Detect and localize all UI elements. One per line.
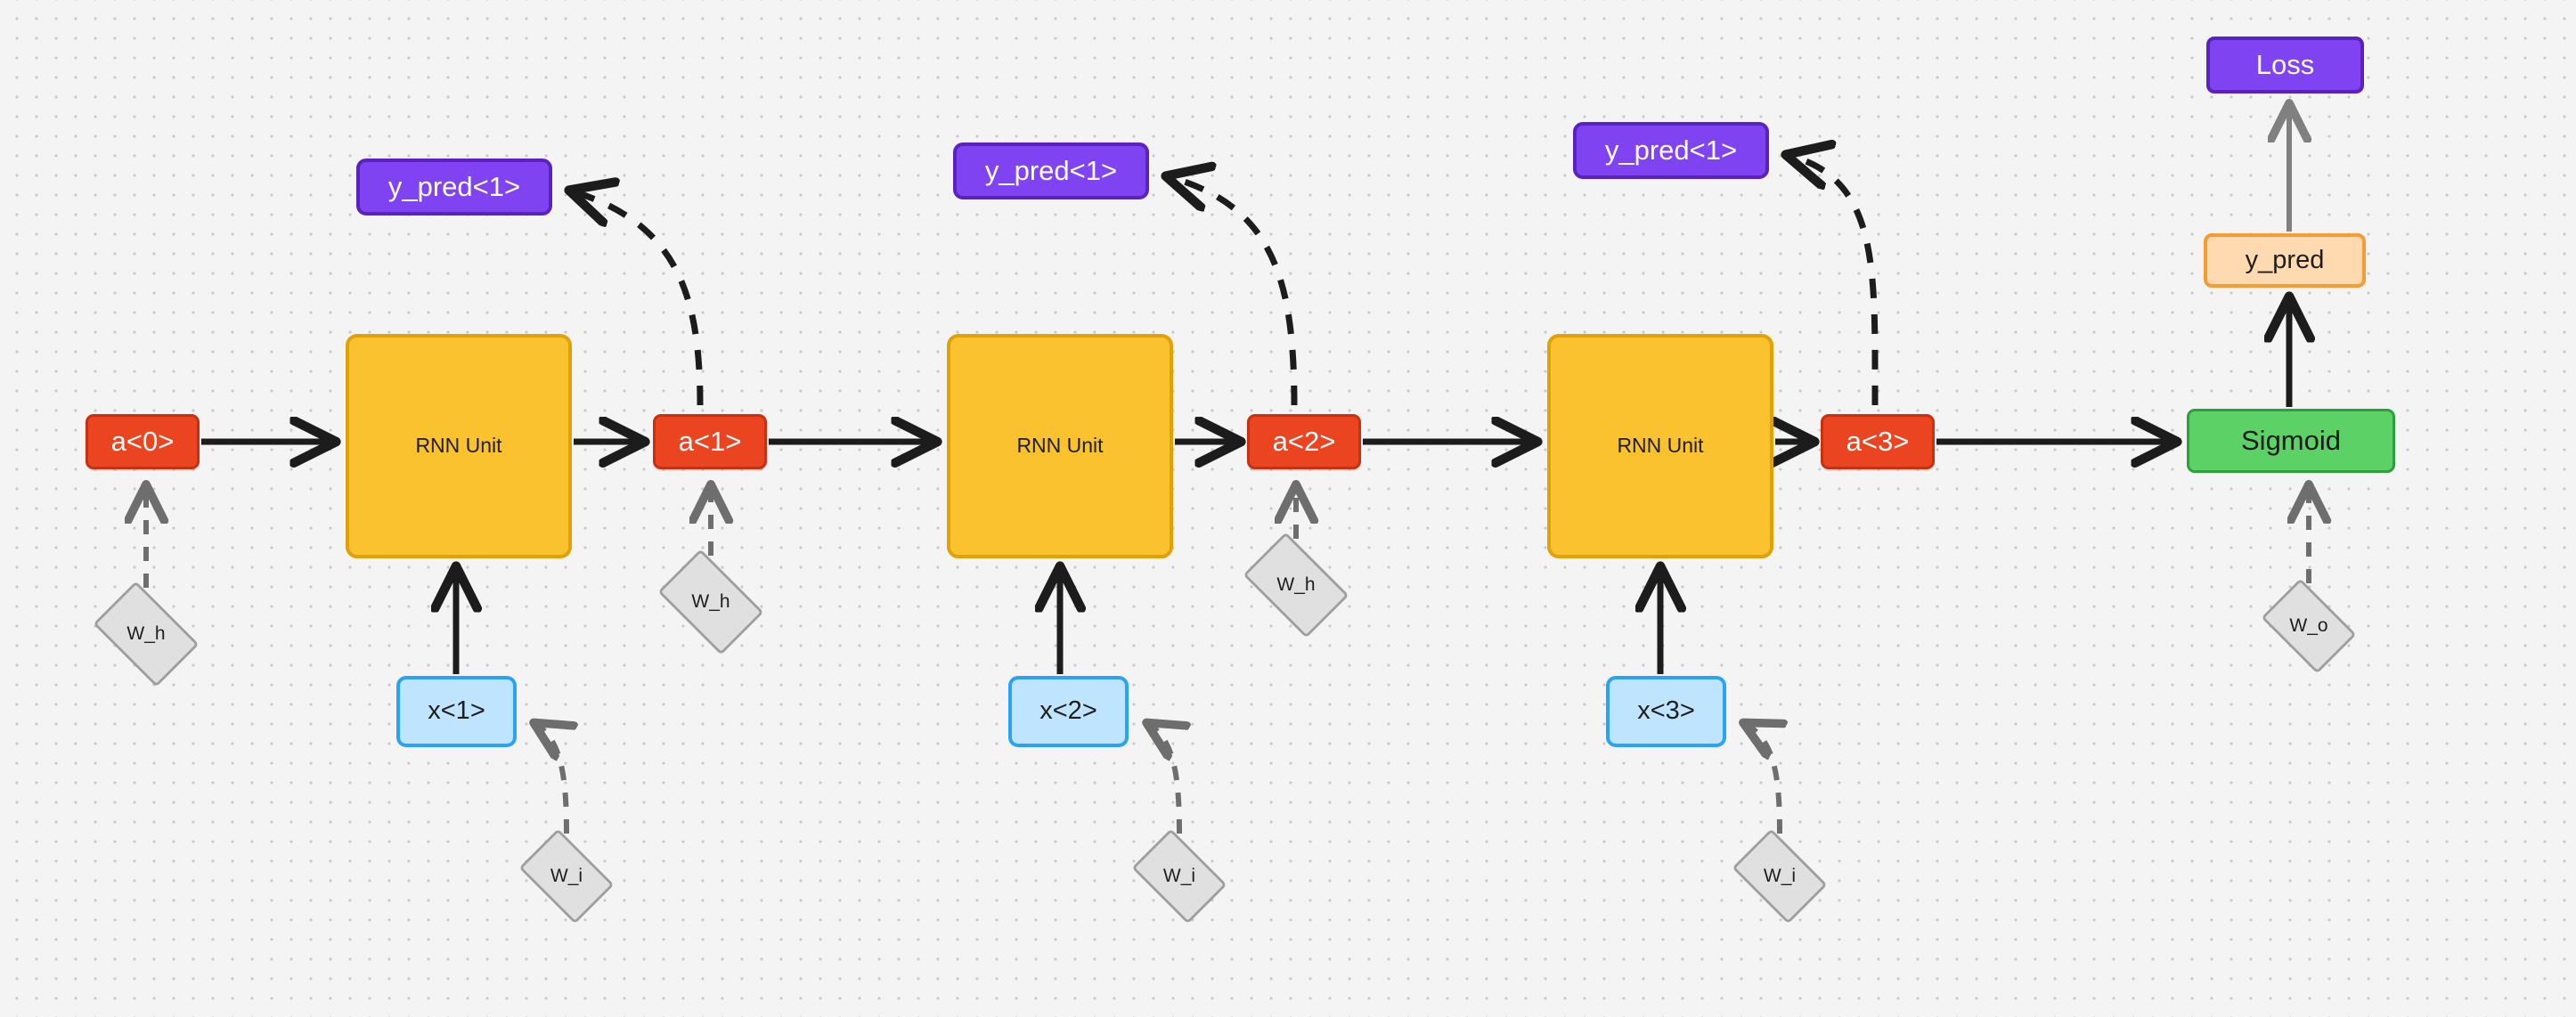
- node-weight-wh-1[interactable]: W_h: [648, 549, 774, 655]
- node-y-pred-step-1-label: y_pred<1>: [387, 170, 521, 202]
- node-weight-wh-2[interactable]: W_h: [1233, 532, 1359, 639]
- edge-a2-to-ypred2: [1167, 176, 1298, 406]
- node-loss-label: Loss: [2255, 48, 2315, 80]
- node-x1[interactable]: x<1>: [396, 676, 517, 747]
- node-weight-wo-label: W_o: [2289, 615, 2328, 637]
- node-y-pred-step-2[interactable]: y_pred<1>: [953, 142, 1149, 199]
- node-a2-label: a<2>: [1272, 425, 1336, 457]
- node-x2[interactable]: x<2>: [1008, 676, 1129, 747]
- node-weight-wh-0[interactable]: W_h: [83, 581, 209, 687]
- node-rnn-unit-3[interactable]: RNN Unit: [1547, 334, 1773, 558]
- node-rnn-unit-1-label: RNN Unit: [415, 434, 502, 458]
- node-x3[interactable]: x<3>: [1606, 676, 1726, 747]
- node-rnn-unit-2-label: RNN Unit: [1016, 434, 1104, 458]
- node-a2[interactable]: a<2>: [1247, 414, 1361, 469]
- node-rnn-unit-3-label: RNN Unit: [1617, 434, 1704, 458]
- node-rnn-unit-2[interactable]: RNN Unit: [947, 334, 1173, 558]
- node-x1-label: x<1>: [428, 696, 485, 726]
- node-weight-wh-1-label: W_h: [691, 591, 730, 613]
- node-loss[interactable]: Loss: [2206, 37, 2364, 94]
- node-x3-label: x<3>: [1637, 696, 1695, 726]
- node-y-pred-step-3-label: y_pred<1>: [1604, 134, 1738, 166]
- edge-wi1-to-x1: [534, 723, 567, 834]
- node-x2-label: x<2>: [1039, 696, 1097, 726]
- node-a3[interactable]: a<3>: [1821, 414, 1935, 469]
- node-weight-wi-2[interactable]: W_i: [1123, 828, 1235, 924]
- node-sigmoid[interactable]: Sigmoid: [2187, 409, 2395, 473]
- node-y-pred-step-2-label: y_pred<1>: [984, 154, 1118, 186]
- node-a1-label: a<1>: [678, 425, 742, 457]
- node-sigmoid-label: Sigmoid: [2241, 424, 2341, 456]
- node-y-pred-final-label: y_pred: [2245, 245, 2325, 274]
- edge-wi2-to-x2: [1147, 723, 1179, 834]
- edge-a1-to-ypred1: [570, 191, 704, 406]
- node-weight-wi-2-label: W_i: [1162, 866, 1196, 887]
- node-weight-wi-3-label: W_i: [1763, 866, 1797, 887]
- edge-a3-to-ypred3: [1787, 155, 1879, 406]
- node-a1[interactable]: a<1>: [653, 414, 767, 469]
- node-y-pred-step-3[interactable]: y_pred<1>: [1573, 122, 1769, 179]
- node-y-pred-step-1[interactable]: y_pred<1>: [356, 159, 552, 216]
- edge-wi3-to-x3: [1744, 723, 1780, 834]
- node-a3-label: a<3>: [1846, 425, 1910, 457]
- node-rnn-unit-1[interactable]: RNN Unit: [346, 334, 572, 558]
- node-a0-label: a<0>: [110, 425, 175, 457]
- node-a0[interactable]: a<0>: [86, 414, 200, 469]
- node-weight-wo[interactable]: W_o: [2253, 578, 2365, 674]
- node-weight-wh-0-label: W_h: [126, 623, 166, 645]
- node-weight-wi-3[interactable]: W_i: [1724, 828, 1836, 924]
- node-weight-wi-1-label: W_i: [550, 866, 583, 887]
- node-y-pred-final[interactable]: y_pred: [2204, 233, 2366, 288]
- node-weight-wh-2-label: W_h: [1276, 574, 1316, 596]
- node-weight-wi-1[interactable]: W_i: [510, 828, 623, 924]
